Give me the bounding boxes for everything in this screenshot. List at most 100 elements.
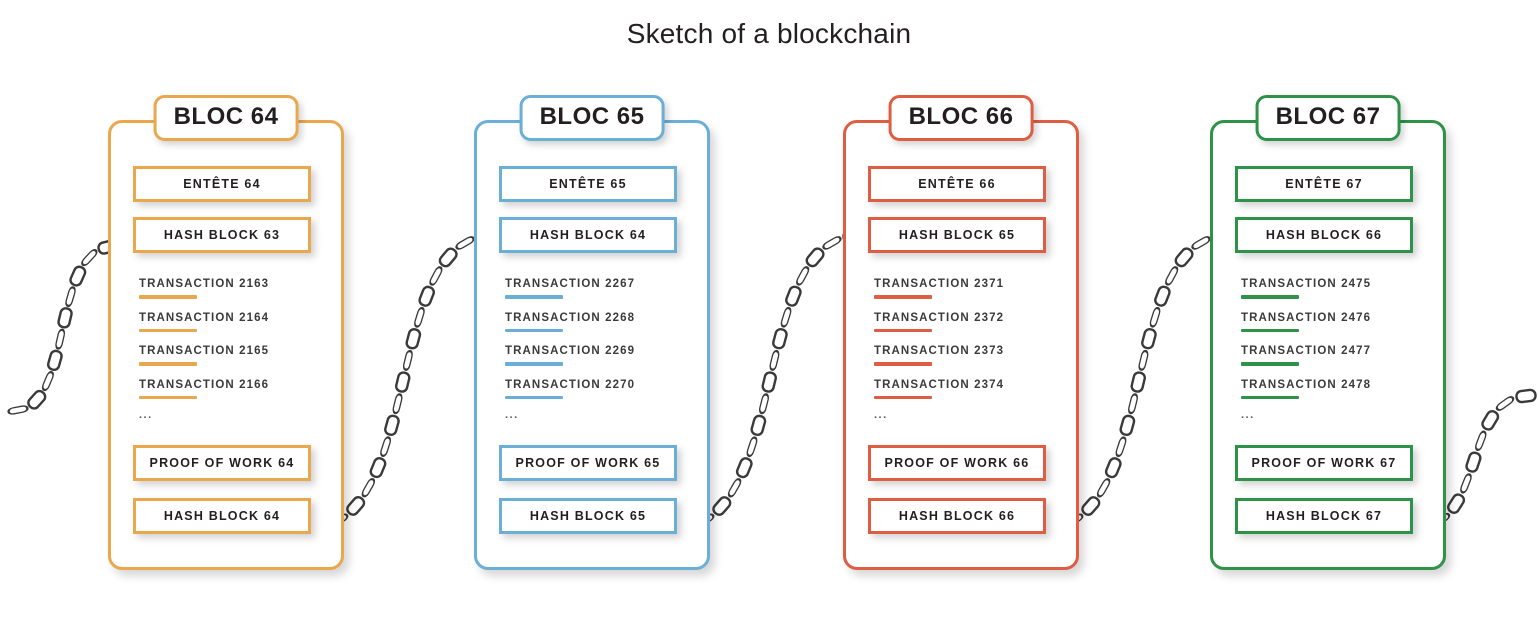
chain-link-icon — [1165, 266, 1179, 286]
chain-link-icon — [1081, 496, 1101, 516]
block-header-box[interactable]: ENTÊTE 65 — [499, 166, 677, 202]
transaction-underline — [139, 295, 197, 299]
chain-link-icon — [7, 405, 29, 415]
chain-link-icon — [1495, 396, 1515, 411]
page-title: Sketch of a blockchain — [626, 18, 912, 49]
block-title-tab[interactable]: BLOC 64 — [153, 95, 299, 141]
transaction-underline — [1241, 295, 1299, 299]
transaction-underline — [1241, 395, 1299, 399]
transaction-label: TRANSACTION 2163 — [139, 278, 270, 290]
chain-link-icon — [455, 236, 475, 250]
chain-link-icon — [1128, 393, 1138, 415]
proof-of-work-box[interactable]: PROOF OF WORK 66 — [868, 445, 1046, 481]
transaction-item[interactable]: TRANSACTION 2166 — [139, 379, 329, 399]
chain-link-icon — [402, 349, 413, 371]
transaction-underline — [874, 395, 932, 399]
chain-link-icon — [361, 477, 376, 498]
chain-link-icon — [1115, 436, 1127, 458]
block-title-tab[interactable]: BLOC 66 — [888, 95, 1034, 141]
chain-link-icon — [41, 370, 54, 392]
chain-link-icon — [429, 266, 443, 286]
transaction-item[interactable]: TRANSACTION 2373 — [874, 345, 1064, 366]
block-hash-box[interactable]: HASH BLOCK 65 — [499, 498, 677, 534]
previous-hash-box[interactable]: HASH BLOCK 63 — [133, 217, 311, 253]
transaction-ellipsis: ... — [1241, 409, 1255, 421]
block-card[interactable]: BLOC 66 ENTÊTE 66 HASH BLOCK 65 TRANSACTION… — [843, 95, 1079, 570]
transaction-item[interactable]: TRANSACTION 2164 — [139, 312, 329, 332]
block-header-box[interactable]: ENTÊTE 66 — [868, 166, 1046, 202]
transaction-underline — [874, 362, 932, 366]
transaction-label: TRANSACTION 2477 — [1241, 345, 1372, 357]
previous-hash-box[interactable]: HASH BLOCK 64 — [499, 217, 677, 253]
transaction-item[interactable]: TRANSACTION 2372 — [874, 312, 1064, 332]
transaction-underline — [139, 328, 197, 332]
chain-link-icon — [822, 236, 842, 250]
transaction-item[interactable]: TRANSACTION 2477 — [1241, 345, 1431, 366]
chain-link-icon — [780, 306, 792, 328]
transaction-label: TRANSACTION 2165 — [139, 345, 270, 357]
transaction-item[interactable]: TRANSACTION 2476 — [1241, 312, 1431, 332]
transaction-underline — [139, 395, 197, 399]
transaction-underline — [1241, 328, 1299, 332]
chain-link-icon — [746, 436, 758, 458]
block-title-tab[interactable]: BLOC 65 — [519, 95, 665, 141]
transaction-label: TRANSACTION 2374 — [874, 378, 1005, 391]
transaction-item[interactable]: TRANSACTION 2374 — [874, 378, 1064, 399]
chain-link-icon — [769, 349, 780, 371]
transaction-underline — [874, 328, 932, 332]
block-card[interactable]: BLOC 65 ENTÊTE 65 HASH BLOCK 64 TRANSACTION… — [474, 95, 710, 570]
block-hash-box[interactable]: HASH BLOCK 66 — [868, 498, 1046, 534]
chain-link-icon — [81, 249, 98, 267]
chain-link-icon — [727, 478, 742, 498]
chain-link-icon — [1191, 236, 1211, 250]
transaction-ellipsis: ... — [505, 409, 519, 421]
transaction-item[interactable]: TRANSACTION 2163 — [139, 278, 329, 299]
transaction-underline — [505, 395, 563, 399]
transaction-item[interactable]: TRANSACTION 2269 — [505, 345, 695, 366]
chain-link-icon — [1174, 247, 1194, 268]
block-header-box[interactable]: ENTÊTE 64 — [133, 166, 311, 202]
transaction-ellipsis: ... — [874, 409, 888, 421]
previous-hash-box[interactable]: HASH BLOCK 66 — [1235, 217, 1413, 253]
transaction-item[interactable]: TRANSACTION 2475 — [1241, 278, 1431, 299]
transaction-item[interactable]: TRANSACTION 2165 — [139, 345, 329, 366]
previous-hash-box[interactable]: HASH BLOCK 65 — [868, 217, 1046, 253]
chain-link-icon — [772, 328, 788, 350]
chain-link-icon — [735, 457, 753, 479]
block-card[interactable]: BLOC 67 ENTÊTE 67 HASH BLOCK 66 TRANSACTION… — [1210, 95, 1446, 570]
transaction-ellipsis: ... — [139, 409, 153, 421]
block-header-box[interactable]: ENTÊTE 67 — [1235, 166, 1413, 202]
chain-link-icon — [418, 285, 436, 307]
proof-of-work-box[interactable]: PROOF OF WORK 67 — [1235, 445, 1413, 481]
transaction-item[interactable]: TRANSACTION 2268 — [505, 311, 695, 332]
chain-link-icon — [384, 414, 400, 436]
transaction-item[interactable]: TRANSACTION 2270 — [505, 379, 695, 399]
transaction-item[interactable]: TRANSACTION 2478 — [1241, 379, 1431, 399]
chain-link-icon — [46, 349, 63, 372]
chain-link-icon — [761, 371, 777, 393]
proof-of-work-box[interactable]: PROOF OF WORK 64 — [133, 445, 311, 481]
transaction-label: TRANSACTION 2268 — [505, 311, 636, 324]
proof-of-work-box[interactable]: PROOF OF WORK 65 — [499, 445, 677, 481]
transaction-item[interactable]: TRANSACTION 2371 — [874, 278, 1064, 299]
chain-link-icon — [1096, 478, 1111, 498]
chain-link-icon — [1447, 493, 1466, 514]
transaction-item[interactable]: TRANSACTION 2267 — [505, 278, 695, 299]
block-hash-box[interactable]: HASH BLOCK 67 — [1235, 498, 1413, 534]
chain-link-icon — [1465, 451, 1482, 473]
block-title-tab[interactable]: BLOC 67 — [1255, 95, 1401, 141]
chain-link-icon — [69, 265, 87, 287]
transaction-label: TRANSACTION 2267 — [505, 278, 636, 290]
chain-link-icon — [796, 266, 810, 286]
chain-link-icon — [395, 371, 411, 393]
block-card[interactable]: BLOC 64 ENTÊTE 64 HASH BLOCK 63 TRANSACTION… — [108, 95, 344, 570]
chain-link-icon — [750, 414, 767, 437]
chain-link-icon — [759, 393, 769, 415]
chain-link-icon — [1119, 414, 1136, 437]
block-hash-box[interactable]: HASH BLOCK 64 — [133, 498, 311, 534]
transaction-label: TRANSACTION 2371 — [874, 278, 1005, 290]
transaction-underline — [505, 362, 563, 366]
